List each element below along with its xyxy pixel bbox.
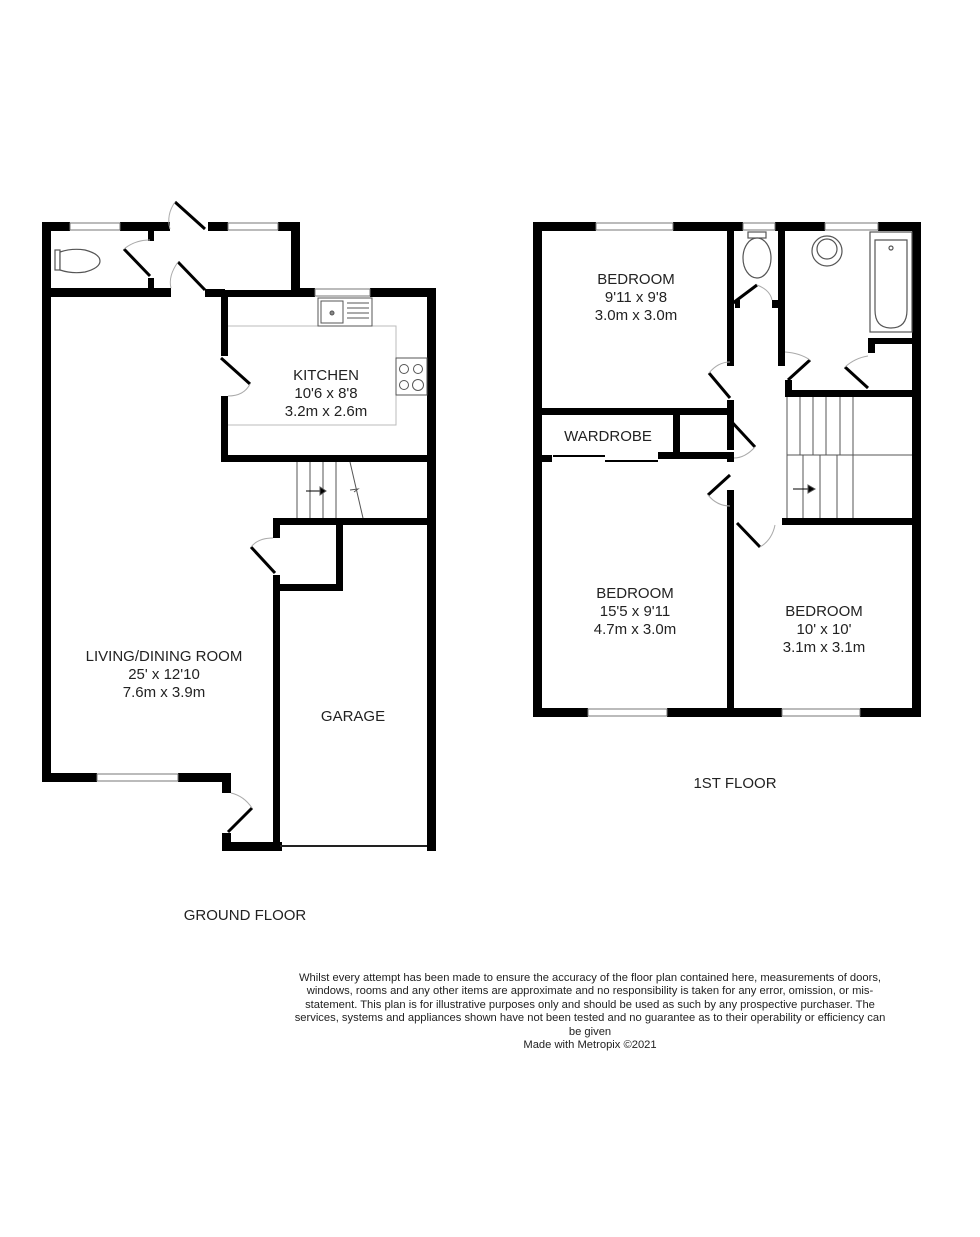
ground-floor-plan	[42, 222, 436, 851]
room-label-wardrobe: WARDROBE	[564, 428, 652, 446]
bath-icon	[869, 231, 913, 333]
wc-toilet-icon	[54, 248, 101, 274]
room-size-metric: 3.2m x 2.6m	[284, 403, 368, 420]
room-size-imperial: 10' x 10'	[796, 621, 852, 638]
first-floor-plan	[533, 222, 921, 717]
basin-icon	[811, 235, 843, 267]
room-name: BEDROOM	[596, 585, 674, 602]
ground-floor-windows	[69, 222, 371, 782]
ground-floor-doors	[122, 200, 277, 834]
room-size-metric: 3.1m x 3.1m	[782, 639, 866, 656]
ground-floor-stairs	[296, 461, 364, 519]
room-label-kitchen: KITCHEN 10'6 x 8'8 3.2m x 2.6m	[285, 367, 368, 421]
room-label-garage: GARAGE	[321, 708, 385, 726]
room-name: GARAGE	[320, 708, 386, 725]
room-label-bedroom-3: BEDROOM 10' x 10' 3.1m x 3.1m	[783, 603, 866, 657]
room-label-bedroom-2: BEDROOM 15'5 x 9'11 4.7m x 3.0m	[594, 585, 677, 639]
ground-floor-label: GROUND FLOOR	[183, 907, 307, 924]
room-name: KITCHEN	[293, 367, 359, 384]
room-size-imperial: 10'6 x 8'8	[294, 385, 358, 402]
room-size-metric: 4.7m x 3.0m	[593, 621, 677, 638]
disclaimer-credit: Made with Metropix ©2021	[523, 1039, 657, 1052]
room-name: WARDROBE	[564, 428, 652, 445]
hob-icon	[395, 357, 428, 396]
first-floor-stairs	[786, 397, 912, 518]
room-size-metric: 7.6m x 3.9m	[122, 684, 206, 701]
room-label-bedroom-1: BEDROOM 9'11 x 9'8 3.0m x 3.0m	[595, 271, 678, 325]
room-name: BEDROOM	[785, 603, 863, 620]
first-floor-windows	[587, 222, 879, 717]
room-name: LIVING/DINING ROOM	[85, 648, 243, 665]
first-floor-label: 1ST FLOOR	[693, 775, 777, 792]
disclaimer: Whilst every attempt has been made to en…	[290, 972, 890, 1052]
disclaimer-text: Whilst every attempt has been made to en…	[294, 972, 886, 1038]
first-floor-doors	[706, 283, 870, 549]
room-name: BEDROOM	[597, 271, 675, 288]
room-size-imperial: 9'11 x 9'8	[604, 289, 668, 306]
kitchen-sink-icon	[317, 297, 373, 327]
room-label-living-dining: LIVING/DINING ROOM 25' x 12'10 7.6m x 3.…	[86, 648, 243, 702]
room-size-imperial: 15'5 x 9'11	[599, 603, 671, 620]
room-size-imperial: 25' x 12'10	[128, 666, 200, 683]
room-size-metric: 3.0m x 3.0m	[594, 307, 678, 324]
first-wc-toilet-icon	[742, 231, 772, 279]
